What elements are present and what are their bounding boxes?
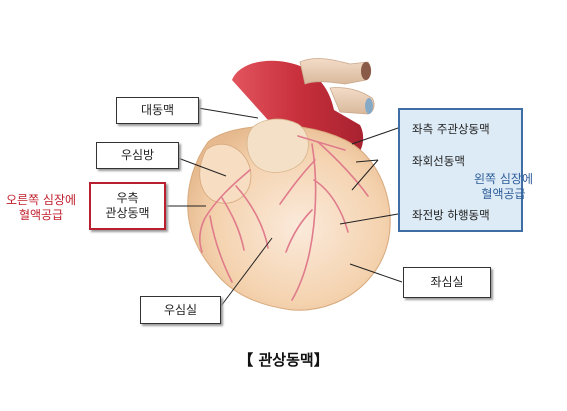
leader-right-atrium xyxy=(177,157,227,177)
lad-branch-2 xyxy=(285,209,313,253)
right-supply-note-line1: 오른쪽 심장에 xyxy=(6,193,77,207)
leader-lines xyxy=(166,107,403,311)
leader-left-ventricle xyxy=(349,263,403,283)
label-left-anterior-descending: 좌전방 하행동맥 xyxy=(412,208,490,222)
rca-branch-1 xyxy=(221,197,245,251)
label-aorta: 대동맥 xyxy=(116,97,199,124)
label-right-coronary-line1: 우측 xyxy=(116,191,139,205)
aortic-root-fat xyxy=(246,118,309,173)
left-supply-note: 왼쪽 심장에 혈액공급 xyxy=(474,172,533,202)
leader-aorta xyxy=(197,107,259,119)
label-left-main-coronary: 좌측 주관상동맥 xyxy=(412,122,490,136)
brachiocephalic-vessel xyxy=(299,58,372,85)
right-coronary-artery xyxy=(199,169,251,253)
label-left-circumflex: 좌회선동맥 xyxy=(412,154,465,168)
left-supply-note-line2: 혈액공급 xyxy=(481,187,526,201)
right-supply-note: 오른쪽 심장에 혈액공급 xyxy=(6,193,76,223)
diagram-caption: 【 관상동맥】 xyxy=(238,351,329,369)
leader-left-main xyxy=(351,127,399,145)
leader-left-circumflex-1 xyxy=(355,159,379,163)
label-right-coronary: 우측 관상동맥 xyxy=(89,182,166,230)
label-left-ventricle: 좌심실 xyxy=(403,267,491,298)
leader-left-circumflex-2 xyxy=(351,159,379,191)
left-anterior-descending-artery xyxy=(291,143,317,301)
lad-branch-3 xyxy=(279,159,316,205)
vessel-opening xyxy=(361,62,371,80)
leader-right-ventricle xyxy=(217,237,273,311)
lad-branch-1 xyxy=(313,179,349,233)
left-coronary-panel xyxy=(398,108,523,232)
left-circumflex-artery xyxy=(317,141,369,197)
leader-lad xyxy=(339,213,399,225)
pulmonary-opening xyxy=(365,98,373,114)
rca-branch-2 xyxy=(235,185,269,249)
left-supply-note-line1: 왼쪽 심장에 xyxy=(474,172,534,186)
coronary-arteries xyxy=(199,135,369,301)
label-right-atrium: 우심방 xyxy=(96,142,179,169)
label-right-coronary-line2: 관상동맥 xyxy=(105,206,150,220)
right-supply-note-line2: 혈액공급 xyxy=(18,208,64,222)
rca-branch-3 xyxy=(209,215,233,283)
label-right-ventricle: 우심실 xyxy=(140,296,221,324)
